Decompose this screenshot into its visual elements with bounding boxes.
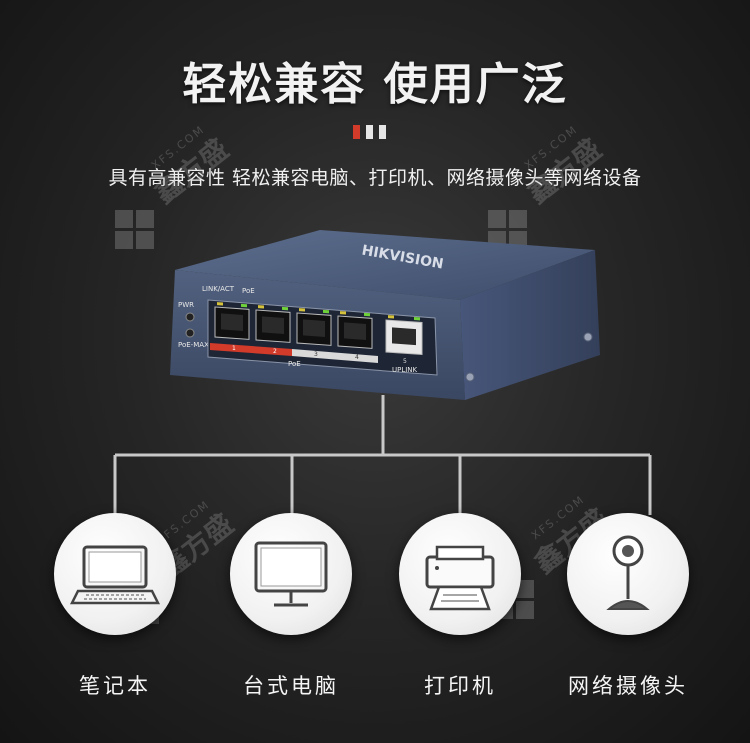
switch-top (175, 230, 595, 300)
device-label-desktop: 台式电脑 (243, 674, 339, 698)
monitor-icon (254, 541, 328, 607)
screw-icon (583, 332, 593, 342)
led-label-pwr: PWR (178, 301, 194, 309)
printer-icon (425, 545, 495, 611)
watermark-logo: XFS.COM 鑫方盛 (115, 123, 235, 249)
device-node-printer (399, 513, 521, 635)
led-label-poe-max: PoE-MAX (178, 341, 209, 349)
page-title: 轻松兼容 使用广泛 (182, 59, 568, 110)
device-label-printer: 打印机 (424, 674, 496, 698)
poe-strip-red (210, 343, 292, 356)
device-node-desktop (230, 513, 352, 635)
screw-icon (465, 372, 475, 382)
laptop-icon (69, 545, 161, 605)
port-number-3: 3 (314, 351, 318, 358)
poe-strip-white (292, 349, 378, 363)
poe-max-led-icon (185, 328, 195, 338)
device-label-laptop: 笔记本 (79, 674, 151, 698)
port-header-link: LINK/ACT (202, 285, 235, 293)
poe-group-label: PoE (288, 360, 301, 368)
webcam-icon (606, 535, 650, 610)
watermark-logo: XFS.COM 鑫方盛 (488, 123, 608, 249)
switch-side (460, 250, 600, 400)
device-node-laptop (54, 513, 176, 635)
device-node-webcam (567, 513, 689, 635)
device-label-webcam: 网络摄像头 (568, 674, 688, 698)
pwr-led-icon (185, 312, 195, 322)
port-header-poe: PoE (242, 287, 255, 295)
uplink-label: UPLINK (392, 366, 418, 374)
ethernet-ports (214, 302, 423, 356)
network-switch: HIKVISION PWR PoE-MAX LINK/ACT PoE (170, 230, 600, 400)
port-number-5: 5 (403, 358, 407, 365)
port-number-2: 2 (273, 348, 277, 355)
page-subtitle: 具有高兼容性 轻松兼容电脑、打印机、网络摄像头等网络设备 (108, 167, 642, 189)
port-number-4: 4 (355, 354, 359, 361)
title-divider (353, 125, 386, 139)
port-number-1: 1 (232, 345, 236, 352)
